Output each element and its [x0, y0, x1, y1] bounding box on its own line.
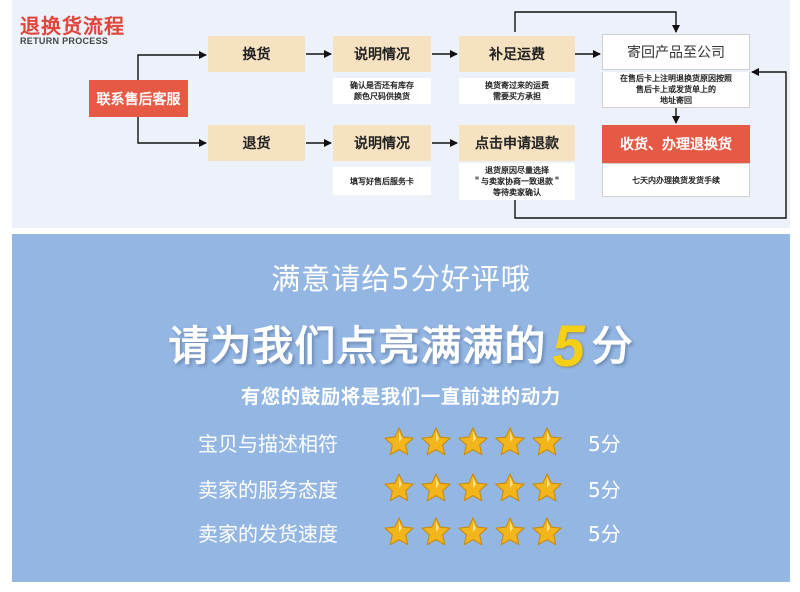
rating-score: 5分 [588, 477, 621, 502]
star-icon [383, 472, 415, 502]
connector-contact-refund [137, 117, 207, 147]
refund-step-3-desc-line: 退货原因尽量选择 [485, 166, 549, 175]
star-icon [420, 516, 452, 546]
rating-stars [383, 426, 568, 458]
exchange-step-3-desc: 换货寄过来的运费 需要买方承担 [459, 78, 575, 104]
star-icon [383, 516, 415, 546]
exchange-step-4-desc-line: 地址寄回 [660, 96, 692, 105]
refund-step-2-desc: 填写好售后服务卡 [333, 167, 431, 195]
rating-row: 卖家的服务态度 5分 [198, 468, 621, 508]
rating-stars [383, 516, 568, 548]
contact-service-button: 联系售后客服 [89, 80, 188, 117]
process-subtitle: RETURN PROCESS [20, 36, 109, 46]
rating-big-prefix: 请为我们点亮满满的 [168, 322, 547, 370]
process-title: 退换货流程 [20, 14, 125, 38]
star-icon [457, 516, 489, 546]
refund-step-3: 点击申请退款 [459, 125, 575, 161]
refund-step-2-desc-line: 填写好售后服务卡 [350, 176, 414, 186]
rating-label: 卖家的发货速度 [198, 521, 338, 546]
connector-loop-bottom [514, 68, 787, 219]
connector-contact-exchange [137, 51, 207, 80]
rating-tagline: 有您的鼓励将是我们一直前进的动力 [240, 386, 561, 408]
exchange-step-2-desc: 确认是否还有库存 颜色尺码供换货 [333, 78, 431, 104]
exchange-step-4-desc-line: 在售后卡上注明退换货原因按照 [620, 74, 732, 83]
star-icon [531, 516, 563, 546]
exchange-step-3: 补足运费 [459, 36, 575, 72]
rating-label: 卖家的服务态度 [198, 477, 338, 502]
star-icon [494, 472, 526, 502]
refund-step-3-desc: 退货原因尽量选择 ＂与卖家协商一致退款＂ 等待卖家确认 [459, 163, 575, 200]
rating-score: 5分 [588, 431, 621, 456]
rating-row: 宝贝与描述相符 5分 [198, 422, 621, 462]
final-step: 收货、办理退换货 [602, 125, 750, 163]
final-step-desc: 七天内办理换货发货手续 [602, 163, 750, 197]
exchange-step-3-desc-line: 需要买方承担 [493, 92, 541, 101]
star-icon [531, 426, 563, 456]
rating-score: 5分 [588, 521, 621, 546]
rating-heading: 满意请给5分好评哦 [271, 262, 531, 296]
exchange-step-1: 换货 [208, 36, 305, 72]
refund-step-3-desc-line: ＂与卖家协商一致退款＂ [473, 177, 561, 186]
star-icon [420, 472, 452, 502]
refund-step-3-desc-line: 等待卖家确认 [493, 188, 541, 197]
exchange-step-2-desc-line: 颜色尺码供换货 [354, 92, 410, 101]
exchange-step-4: 寄回产品至公司 [602, 34, 750, 70]
rating-big-suffix: 分 [591, 322, 634, 370]
rating-row: 卖家的发货速度 5分 [198, 512, 621, 552]
star-icon [494, 516, 526, 546]
rating-stars [383, 472, 568, 504]
refund-step-1: 退货 [208, 125, 305, 161]
star-icon [531, 472, 563, 502]
star-icon [494, 426, 526, 456]
rating-label: 宝贝与描述相符 [198, 431, 338, 456]
exchange-step-2-desc-line: 确认是否还有库存 [350, 81, 414, 90]
star-icon [457, 426, 489, 456]
exchange-step-2: 说明情况 [333, 36, 431, 72]
refund-step-2: 说明情况 [333, 125, 431, 161]
exchange-step-4-desc: 在售后卡上注明退换货原因按照 售后卡上或发货单上的 地址寄回 [602, 72, 750, 108]
star-icon [383, 426, 415, 456]
star-icon [457, 472, 489, 502]
rating-big-five: 5 [552, 314, 586, 379]
process-connectors [137, 11, 787, 219]
connector-loop-top [514, 11, 680, 33]
star-icon [420, 426, 452, 456]
exchange-step-3-desc-line: 换货寄过来的运费 [485, 81, 549, 90]
exchange-step-4-desc-line: 售后卡上或发货单上的 [636, 85, 716, 94]
